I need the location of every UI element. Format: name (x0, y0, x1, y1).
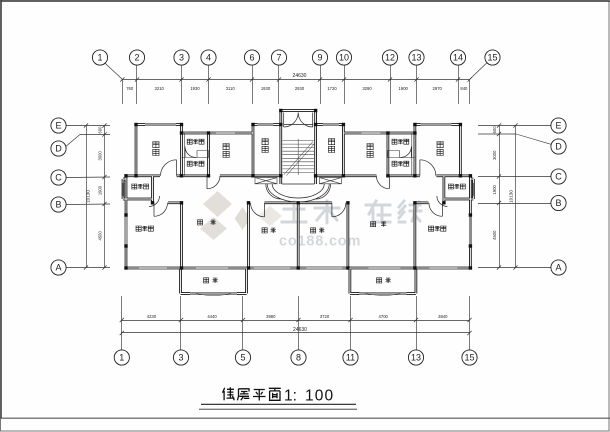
svg-text:4230: 4230 (147, 314, 157, 319)
svg-text:600: 600 (492, 126, 497, 134)
svg-text:2930: 2930 (295, 86, 305, 91)
svg-text:3000: 3000 (98, 150, 103, 160)
svg-text:10: 10 (339, 53, 349, 63)
svg-text:3000: 3000 (492, 150, 497, 160)
svg-text:3980: 3980 (266, 314, 276, 319)
svg-text:C: C (555, 172, 562, 182)
svg-text:15: 15 (464, 353, 474, 363)
svg-text:760: 760 (126, 86, 134, 91)
svg-text:10130: 10130 (86, 190, 91, 203)
svg-text:1900: 1900 (98, 185, 103, 195)
svg-text:1930: 1930 (261, 86, 271, 91)
svg-text:3: 3 (179, 53, 184, 63)
svg-text:A: A (55, 263, 61, 273)
svg-text:3720: 3720 (320, 314, 330, 319)
svg-text:24630: 24630 (293, 327, 307, 333)
svg-text:1930: 1930 (190, 86, 200, 91)
svg-text:D: D (55, 144, 62, 154)
svg-text:11: 11 (346, 353, 355, 363)
svg-text:1900: 1900 (399, 86, 409, 91)
svg-text:6: 6 (249, 53, 254, 63)
svg-text:5: 5 (240, 353, 245, 363)
svg-text:7: 7 (276, 53, 281, 63)
svg-text:100: 100 (305, 387, 334, 404)
svg-text:3210: 3210 (155, 86, 165, 91)
svg-text:8: 8 (296, 353, 301, 363)
svg-text:B: B (555, 198, 561, 208)
svg-text:13: 13 (411, 353, 421, 363)
svg-text:4500: 4500 (98, 230, 103, 240)
svg-text:1: 1 (119, 353, 124, 363)
svg-text:A: A (555, 263, 561, 273)
svg-text:4: 4 (206, 53, 211, 63)
svg-text:E: E (555, 121, 561, 131)
svg-text:9: 9 (317, 53, 322, 63)
svg-text:15: 15 (487, 53, 497, 63)
svg-text:4500: 4500 (492, 230, 497, 240)
svg-text:13: 13 (411, 53, 421, 63)
svg-text:10130: 10130 (509, 190, 514, 203)
svg-text:600: 600 (98, 126, 103, 134)
svg-text:D: D (555, 142, 562, 152)
svg-text:4440: 4440 (207, 314, 217, 319)
svg-text:1720: 1720 (327, 86, 337, 91)
svg-text:4700: 4700 (379, 314, 389, 319)
svg-text:14: 14 (453, 53, 463, 63)
svg-text:3840: 3840 (438, 314, 448, 319)
svg-text:1:: 1: (284, 387, 297, 404)
svg-text:840: 840 (460, 86, 468, 91)
svg-text:2970: 2970 (433, 86, 443, 91)
svg-text:E: E (55, 121, 61, 131)
svg-text:1: 1 (97, 53, 102, 63)
svg-text:1900: 1900 (492, 184, 497, 194)
svg-text:C: C (55, 173, 62, 183)
svg-text:2: 2 (134, 53, 139, 63)
svg-text:3: 3 (178, 353, 183, 363)
svg-text:3110: 3110 (226, 86, 236, 91)
svg-text:12: 12 (385, 53, 395, 63)
svg-text:B: B (55, 200, 61, 210)
svg-text:24630: 24630 (293, 73, 307, 79)
svg-text:3290: 3290 (362, 86, 372, 91)
